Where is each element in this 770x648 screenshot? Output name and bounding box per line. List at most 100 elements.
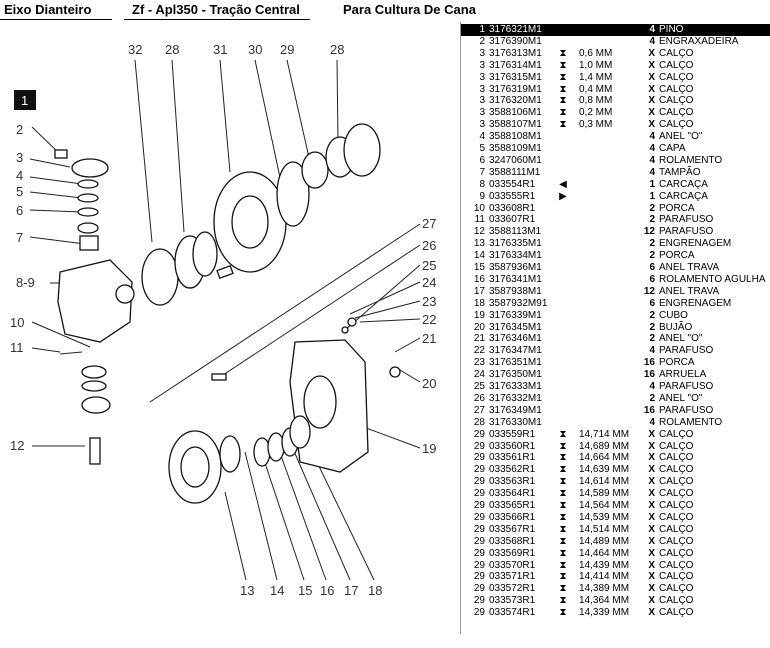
size-cell: 14,639 MM [579,464,630,476]
quantity-cell: 2 [649,309,655,321]
quantity-cell: 2 [649,392,655,404]
quantity-cell: X [648,47,655,59]
quantity-cell: X [648,428,655,440]
quantity-cell: X [648,119,655,131]
callout-28-right: 28 [330,42,344,57]
nut-23 [347,317,357,327]
size-cell: 14,514 MM [579,523,630,535]
quantity-cell: 6 [649,297,655,309]
header-model: Zf - Apl350 - Tração Central [132,2,300,17]
part-number-cell: 3176333M1 [489,381,542,392]
description-cell: PINO [659,24,684,35]
description-cell: CALÇO [659,464,694,476]
ref-cell: 3 [479,107,485,119]
ref-cell: 29 [473,452,485,464]
part-number-cell: 3176314M1 [489,59,542,71]
quantity-cell: X [648,95,655,107]
marker-icon: ⧗ [559,119,567,131]
description-cell: PORCA [659,357,695,369]
quantity-cell: 4 [649,35,655,47]
housing-gear [115,284,135,304]
part-number-cell: 3176346M1 [489,333,542,345]
marker-icon: ⧗ [559,452,567,464]
size-cell: 14,464 MM [579,547,630,559]
quantity-cell: X [648,547,655,559]
part-number-cell: 3176350M1 [489,369,542,381]
description-cell: CALÇO [659,440,694,452]
bearing-28d [343,123,381,177]
ref-cell: 19 [473,309,485,321]
callout-29: 29 [280,42,294,57]
callout-28: 28 [165,42,179,57]
size-cell: 1,0 MM [579,59,613,71]
part-number-cell: 3176347M1 [489,345,542,357]
description-cell: CALÇO [659,547,694,559]
ref-cell: 18 [473,297,485,309]
size-cell: 14,589 MM [579,488,630,500]
description-cell: CALÇO [659,428,694,440]
part-number-cell: 3176313M1 [489,47,542,59]
bolt-11 [59,351,83,355]
marker-icon: ⧗ [559,523,567,535]
quantity-cell: 6 [649,262,655,273]
part-number-cell: 3588106M1 [489,107,542,119]
ref-cell: 4 [479,131,485,143]
part-number-cell: 3588107M1 [489,119,542,131]
marker-icon: ⧗ [559,464,567,476]
part-number-cell: 3588109M1 [489,143,542,154]
shim [77,179,99,189]
ref-cell: 17 [473,285,485,297]
marker-icon: ⧗ [559,559,567,571]
